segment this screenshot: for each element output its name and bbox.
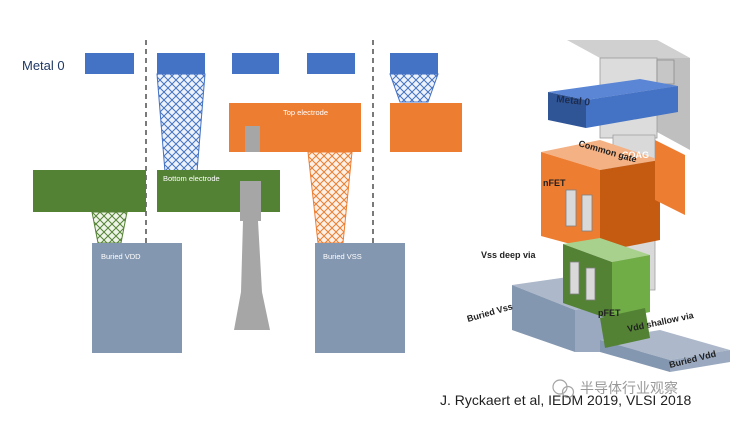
pfet-slot <box>585 267 596 301</box>
nfet-slot <box>565 189 577 227</box>
wechat-icon <box>561 385 575 399</box>
metal0-3d-front <box>548 92 586 128</box>
metal0-3d-label: Metal 0 <box>556 94 591 109</box>
vdd-via <box>91 211 128 244</box>
coag-label: COAG <box>622 150 649 160</box>
metal0-bar <box>157 53 205 74</box>
coag-pillar-inner <box>656 59 675 85</box>
buried-vss-rail <box>315 243 405 353</box>
watermark-text: 半导体行业观察 <box>580 380 678 396</box>
orange-side-block <box>655 140 685 215</box>
metal0-3d-side <box>586 86 678 128</box>
metal0-3d-top <box>548 79 678 100</box>
buried-vdd-label: Buried VDD <box>101 252 141 261</box>
metal0-label: Metal 0 <box>22 58 65 73</box>
contact-via <box>389 73 439 103</box>
gate-stub <box>245 126 260 152</box>
metal0-bar <box>307 53 355 74</box>
vss-via <box>307 151 353 244</box>
nfet-label: nFET <box>543 178 566 188</box>
vss-deep-via-label: Vss deep via <box>481 250 537 260</box>
metal0-bar <box>232 53 279 74</box>
buried-vdd-front <box>600 340 670 372</box>
deep-via-top <box>240 181 261 221</box>
cross-section-diagram: Metal 0 Top electrode Bottom electrode B… <box>22 40 462 353</box>
pfet-label: pFET <box>598 308 621 318</box>
metal0-bar <box>390 53 438 74</box>
pfet-top <box>563 238 650 262</box>
buried-vss-front <box>512 285 575 352</box>
3d-cfet-diagram: Metal 0 COAG Common gate nFET Vss deep v… <box>466 40 730 372</box>
bottom-electrode-label: Bottom electrode <box>163 174 220 183</box>
deep-via-stem <box>234 221 270 330</box>
nfet-slot <box>581 194 593 232</box>
metal0-bar <box>85 53 134 74</box>
pfet-side <box>612 255 650 320</box>
buried-vdd-side <box>670 350 730 372</box>
buried-vdd-rail <box>92 243 182 353</box>
watermark: 半导体行业观察 <box>552 379 678 399</box>
buried-vss-label: Buried VSS <box>323 252 362 261</box>
vdd-shallow-via <box>600 308 650 348</box>
orange-block <box>390 103 462 152</box>
pfet-slot <box>569 261 580 295</box>
bottom-electrode <box>33 170 146 212</box>
top-electrode-label: Top electrode <box>283 108 328 117</box>
contact-via <box>156 73 206 173</box>
citation-text: J. Ryckaert et al, IEDM 2019, VLSI 2018 <box>440 392 692 408</box>
buried-vss-3d-label: Buried Vss <box>466 301 514 324</box>
nfet-side <box>600 160 660 252</box>
coag-pillar-top <box>567 40 690 58</box>
nfet-top <box>541 140 660 170</box>
